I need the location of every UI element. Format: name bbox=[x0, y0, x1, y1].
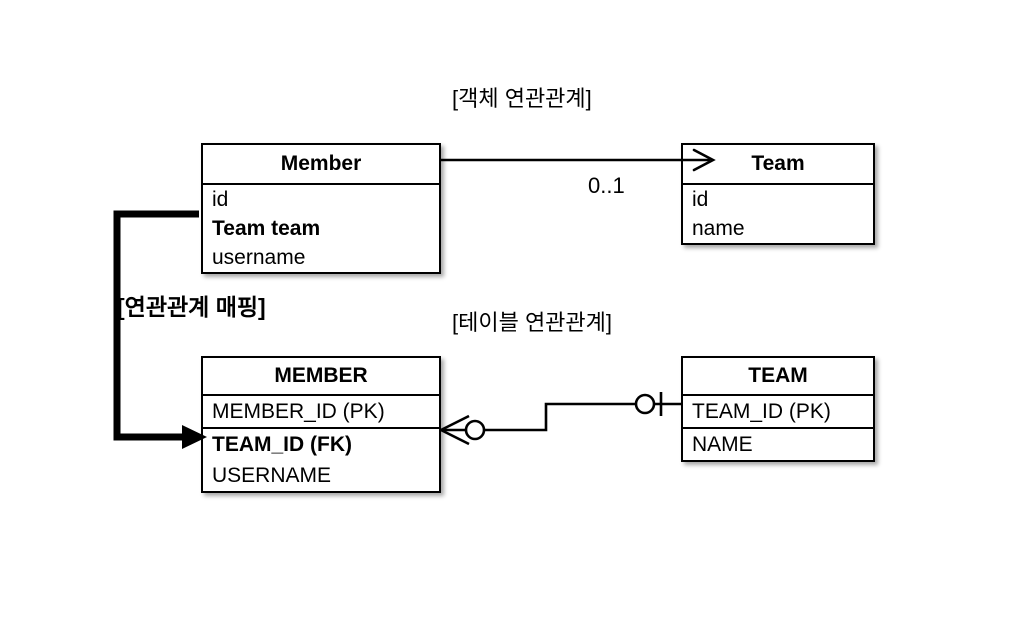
divider bbox=[683, 427, 873, 429]
mapping-caption: [연관관계 매핑] bbox=[117, 294, 266, 320]
entity-team-object-field-id: id bbox=[692, 188, 709, 211]
entity-member-object-field-username: username bbox=[212, 246, 306, 269]
entity-team-object: Team id name bbox=[681, 143, 875, 245]
multiplicity-label: 0..1 bbox=[588, 173, 625, 198]
entity-member-object-field-team: Team team bbox=[212, 217, 321, 240]
table-team: TEAM TEAM_ID (PK) NAME bbox=[681, 356, 875, 462]
divider bbox=[203, 427, 439, 429]
entity-member-object-title: Member bbox=[280, 152, 362, 175]
zero-or-many-circle bbox=[464, 419, 486, 441]
divider bbox=[203, 394, 439, 396]
crowsfoot-upper-prong bbox=[440, 414, 470, 432]
entity-team-object-field-name: name bbox=[692, 217, 745, 240]
table-member-column-member-id: MEMBER_ID (PK) bbox=[212, 400, 385, 423]
entity-member-object-field-id: id bbox=[212, 188, 229, 211]
mapping-connector-path bbox=[113, 210, 199, 441]
zero-or-one-circle bbox=[634, 393, 656, 415]
table-member-title: MEMBER bbox=[274, 364, 368, 387]
table-member-column-username: USERNAME bbox=[212, 464, 332, 487]
crowsfoot-lower-prong bbox=[440, 428, 470, 446]
divider bbox=[203, 183, 439, 185]
entity-member-object: Member id Team team username bbox=[201, 143, 441, 274]
entity-team-object-title: Team bbox=[751, 152, 805, 175]
object-relation-caption: [객체 연관관계] bbox=[452, 86, 592, 111]
table-member-column-team-id: TEAM_ID (FK) bbox=[212, 433, 352, 456]
table-association-path bbox=[484, 402, 636, 432]
table-team-title: TEAM bbox=[748, 364, 808, 387]
table-team-column-team-id: TEAM_ID (PK) bbox=[692, 400, 831, 423]
table-member: MEMBER MEMBER_ID (PK) TEAM_ID (FK) USERN… bbox=[201, 356, 441, 493]
table-team-column-name: NAME bbox=[692, 433, 753, 456]
object-association-connector bbox=[441, 148, 716, 172]
divider bbox=[683, 394, 873, 396]
table-association-connector bbox=[440, 392, 681, 446]
mapping-connector bbox=[113, 210, 207, 449]
table-relation-caption: [테이블 연관관계] bbox=[452, 310, 613, 335]
divider bbox=[683, 183, 873, 185]
